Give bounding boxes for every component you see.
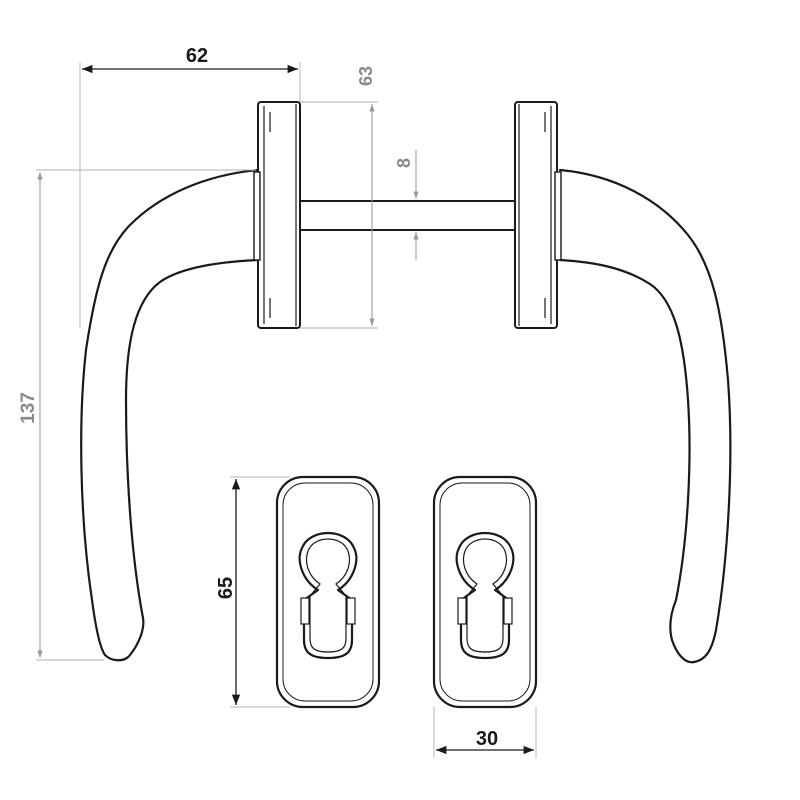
dimension-label-rose-height: 63 — [356, 66, 376, 86]
right-rose-plate — [514, 101, 562, 329]
dimension-label-escutcheon-height: 65 — [215, 577, 237, 599]
dimension-label-handle-length: 137 — [18, 392, 39, 424]
left-handle-lever — [80, 168, 260, 662]
dimension-escutcheon-width: 30 — [433, 707, 537, 758]
dimension-rose-height: 63 — [300, 66, 378, 329]
dimension-label-spindle-size: 8 — [394, 158, 414, 168]
dimension-handle-length: 137 — [18, 169, 256, 661]
dimension-spindle-size: 8 — [394, 150, 419, 260]
left-escutcheon-plate — [275, 475, 381, 709]
right-handle-lever — [558, 168, 732, 664]
right-cylinder-cutout — [455, 532, 515, 660]
right-escutcheon-plate — [432, 475, 538, 709]
left-rose-plate — [253, 101, 301, 329]
spindle-bar — [299, 200, 517, 231]
dimension-escutcheon-height: 65 — [215, 476, 290, 708]
dimension-handle-projection: 62 — [79, 45, 301, 328]
dimension-label-escutcheon-width: 30 — [476, 728, 498, 750]
dimension-label-handle-projection: 62 — [186, 45, 208, 67]
left-cylinder-cutout — [298, 532, 358, 660]
